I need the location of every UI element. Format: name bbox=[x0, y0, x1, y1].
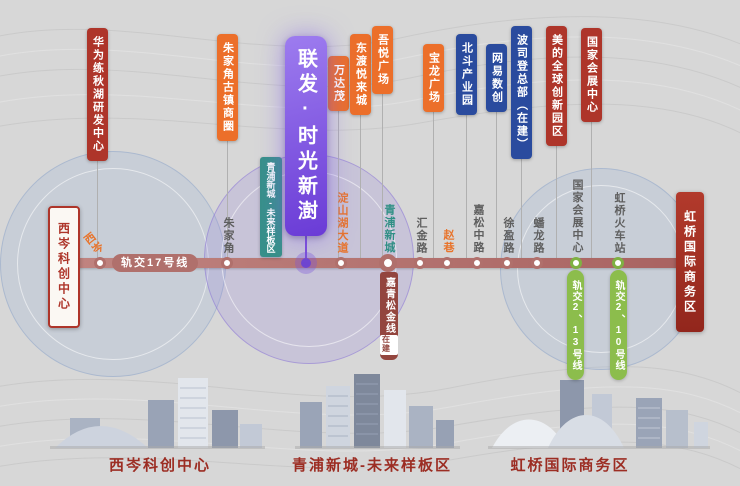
landmark-bosideng-hq: 波司登总部（在建） bbox=[511, 26, 532, 159]
landmark-beidou-park: 北斗产业园 bbox=[456, 34, 477, 115]
area-callout-label: 青浦新城-未来样板区 bbox=[265, 161, 276, 253]
station-dot-zhaoxiang bbox=[441, 257, 453, 269]
station-dot-necc bbox=[570, 257, 582, 269]
landmark-label: 网易数创 bbox=[490, 52, 503, 104]
landmark-label: 吾悦广场 bbox=[376, 34, 389, 86]
landmark-midea-park: 美的全球创新园区 bbox=[546, 26, 567, 146]
district-box-label: 西岑科创中心 bbox=[56, 222, 71, 312]
landmark-label: 宝龙广场 bbox=[427, 52, 440, 104]
station-label-hongqiao-railway: 虹桥火车站 bbox=[613, 191, 625, 255]
district-box-xicen: 西岑科创中心 bbox=[48, 206, 80, 328]
landmark-huawei-lab: 华为练秋湖研发中心 bbox=[87, 28, 108, 161]
station-label-panlong-road: 蟠龙路 bbox=[532, 216, 544, 255]
station-dot-dianshanhu-dadao bbox=[335, 257, 347, 269]
landmark-baolong-plaza: 宝龙广场 bbox=[423, 44, 444, 112]
connector-line bbox=[338, 58, 339, 258]
landmark-wanda-mao: 万达茂 bbox=[328, 56, 349, 111]
landmark-wuyue-plaza: 吾悦广场 bbox=[372, 26, 393, 94]
connector-line bbox=[466, 36, 467, 258]
station-dot-qingpu-xincheng bbox=[379, 254, 397, 272]
station-label-xuying-road: 徐盈路 bbox=[502, 216, 514, 255]
station-dot-xuying-road bbox=[501, 257, 513, 269]
metro-line-2-10-label: 轨交2、10号线 bbox=[613, 279, 624, 371]
station-label-jiasong-road: 嘉松中路 bbox=[472, 204, 484, 254]
landmark-label: 东渡悦来城 bbox=[354, 42, 367, 107]
landmark-zhujiajiao-mall: 朱家角古镇商圈 bbox=[217, 34, 238, 141]
project-name: 联发·时光新澍 bbox=[294, 47, 317, 225]
station-dot-zhujiajiao bbox=[221, 257, 233, 269]
connector-line bbox=[433, 46, 434, 258]
connector-line bbox=[591, 30, 592, 258]
district-box-hongqiao: 虹桥国际商务区 bbox=[676, 192, 704, 332]
landmark-label: 北斗产业园 bbox=[460, 42, 473, 107]
zone-circle-hongqiao bbox=[500, 168, 702, 370]
metro-line-2-13-label: 轨交2、13号线 bbox=[570, 279, 581, 371]
metro-line-2-13: 轨交2、13号线 bbox=[567, 270, 584, 380]
metro-line-2-10: 轨交2、10号线 bbox=[610, 270, 627, 380]
landmark-necc: 国家会展中心 bbox=[581, 28, 602, 122]
station-dot-panlong-road bbox=[531, 257, 543, 269]
district-label-hongqiao: 虹桥国际商务区 bbox=[510, 457, 630, 474]
station-dot-hongqiao-railway bbox=[612, 257, 624, 269]
connector-line bbox=[382, 28, 383, 258]
station-label-qingpu-xincheng: 青浦新城 bbox=[383, 204, 395, 254]
connector-line bbox=[227, 36, 228, 258]
station-label-zhujiajiao: 朱家角 bbox=[222, 216, 234, 255]
station-dot-jiasong-road bbox=[471, 257, 483, 269]
metro-line-jiaqingsongjin: 嘉青松金线 在建 bbox=[380, 272, 398, 360]
landmark-netease: 网易数创 bbox=[486, 44, 507, 112]
station-dot-huijin-road bbox=[414, 257, 426, 269]
project-node bbox=[301, 258, 311, 268]
station-dot-xicen bbox=[94, 257, 106, 269]
connector-line bbox=[496, 46, 497, 258]
metro-line-17-label: 轨交17号线 bbox=[112, 254, 199, 272]
district-box-label: 虹桥国际商务区 bbox=[682, 209, 697, 315]
district-label-xicen: 西岑科创中心 bbox=[108, 457, 212, 474]
connector-line-project bbox=[305, 236, 307, 258]
landmark-label: 华为练秋湖研发中心 bbox=[91, 36, 104, 153]
skyline-hongqiao bbox=[488, 380, 710, 449]
project-callout: 联发·时光新澍 bbox=[285, 36, 327, 236]
station-label-dianshanhu-dadao: 淀山湖大道 bbox=[336, 191, 348, 255]
landmark-label: 朱家角古镇商圈 bbox=[221, 42, 234, 133]
district-label-qingpu-xincheng: 青浦新城-未来样板区 bbox=[292, 457, 452, 474]
metro-line-jiaqingsongjin-label: 嘉青松金线 bbox=[383, 277, 395, 335]
landmark-label: 波司登总部（在建） bbox=[515, 34, 528, 151]
station-label-necc: 国家会展中心 bbox=[571, 179, 583, 254]
under-construction-badge: 在建 bbox=[380, 335, 398, 355]
station-label-huijin-road: 汇金路 bbox=[415, 216, 427, 255]
skyline-qingpu-xincheng bbox=[295, 374, 460, 449]
landmark-label: 美的全球创新园区 bbox=[550, 34, 563, 138]
area-callout-qingpu-xincheng: 青浦新城-未来样板区 bbox=[260, 157, 282, 257]
landmark-dongdu-yuelai: 东渡悦来城 bbox=[350, 34, 371, 115]
skyline-xicen bbox=[50, 378, 265, 449]
landmark-label: 国家会展中心 bbox=[585, 36, 598, 114]
skyline-illustrations bbox=[50, 374, 710, 449]
station-label-zhaoxiang: 赵巷 bbox=[442, 229, 454, 254]
landmark-label: 万达茂 bbox=[332, 64, 345, 103]
connector-line bbox=[360, 36, 361, 258]
